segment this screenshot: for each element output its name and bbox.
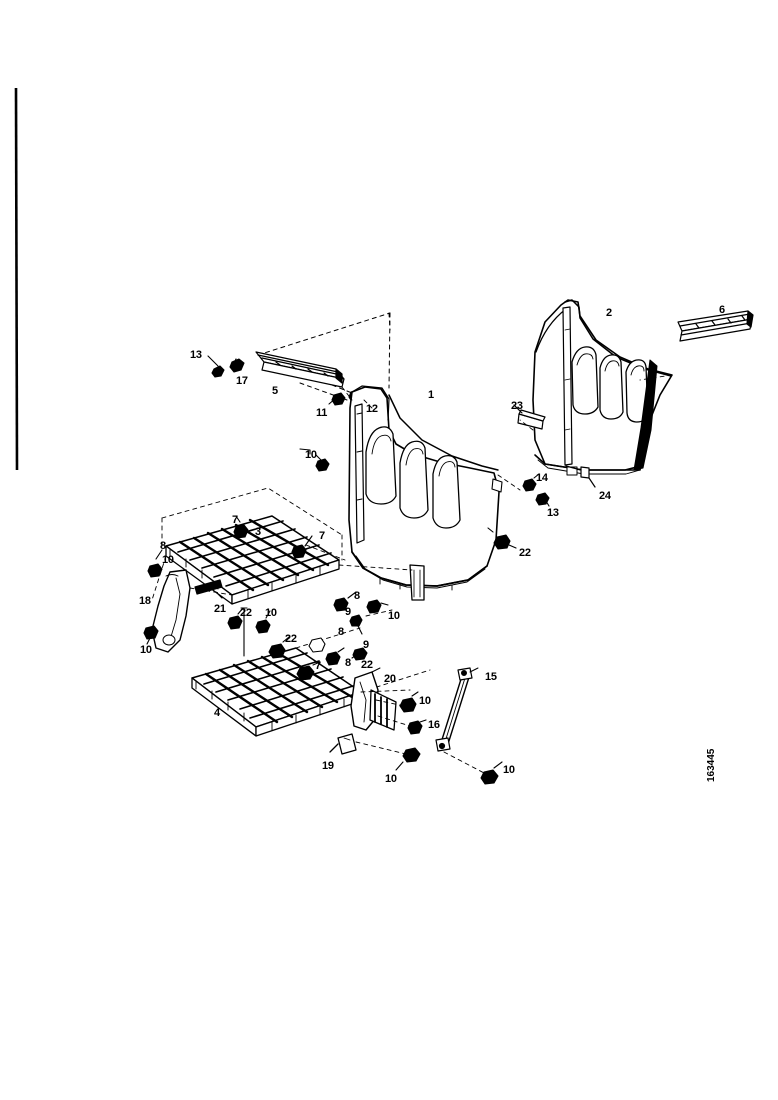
callout-7-b: 7 xyxy=(319,530,325,542)
part-5-handrail xyxy=(255,351,345,388)
callout-5: 5 xyxy=(272,385,278,397)
part-14-fastener xyxy=(522,473,540,492)
fastener-cluster-lower-right xyxy=(355,691,503,785)
callout-18: 18 xyxy=(139,595,151,607)
callout-8-b: 8 xyxy=(354,590,360,602)
callout-10-c: 10 xyxy=(388,610,400,622)
part-13-fastener-b xyxy=(535,492,550,507)
callout-9-a: 9 xyxy=(363,639,369,651)
callout-8-c: 8 xyxy=(338,626,344,638)
callout-22-c: 22 xyxy=(285,633,297,645)
callout-24: 24 xyxy=(599,490,611,502)
callout-21: 21 xyxy=(214,603,226,615)
callout-22-d: 22 xyxy=(361,659,373,671)
part-18-support-bracket xyxy=(151,569,191,653)
part-24-bracket xyxy=(565,465,596,488)
callout-7-a: 7 xyxy=(232,514,238,526)
callout-23: 23 xyxy=(511,400,523,412)
callout-4: 4 xyxy=(214,707,220,719)
part-1-left-fender-panel xyxy=(348,385,503,601)
callout-1: 1 xyxy=(428,389,434,401)
part-19-bracket xyxy=(329,733,357,755)
callout-22-a: 22 xyxy=(519,547,531,559)
callout-19: 19 xyxy=(322,760,334,772)
callout-11: 11 xyxy=(316,407,328,419)
callout-22-b: 22 xyxy=(240,607,252,619)
callout-2: 2 xyxy=(606,307,612,319)
callout-10-g: 10 xyxy=(385,773,397,785)
callout-13-a: 13 xyxy=(190,349,202,361)
callout-10-h: 10 xyxy=(503,764,515,776)
callout-6: 6 xyxy=(719,304,725,316)
callout-3: 3 xyxy=(255,526,261,538)
callout-13-b: 13 xyxy=(547,507,559,519)
callout-10-b: 10 xyxy=(162,554,174,566)
part-2-right-fender-panel xyxy=(532,299,673,476)
callout-10-a: 10 xyxy=(305,449,317,461)
callout-20: 20 xyxy=(384,673,396,685)
part-3-upper-step-tread xyxy=(161,487,343,605)
part-23-bracket xyxy=(513,404,546,430)
callout-10-d: 10 xyxy=(265,607,277,619)
callout-12: 12 xyxy=(366,403,378,415)
callout-14: 14 xyxy=(536,472,548,484)
part-15-diagonal-brace xyxy=(435,667,479,752)
part-10-fastener-a xyxy=(299,448,330,472)
callout-15: 15 xyxy=(485,671,497,683)
fastener-cluster xyxy=(143,515,517,681)
callout-10-f: 10 xyxy=(419,695,431,707)
callout-8-a: 8 xyxy=(160,540,166,552)
sheet-code: 163445 xyxy=(706,748,717,782)
callout-7-c: 7 xyxy=(315,660,321,672)
callout-16: 16 xyxy=(428,719,440,731)
callout-17: 17 xyxy=(236,375,248,387)
callout-9-b: 9 xyxy=(345,606,351,618)
assembly-connector-lines xyxy=(151,374,673,693)
part-17-fastener xyxy=(207,355,245,378)
part-21-stud xyxy=(194,579,248,657)
part-6-handrail xyxy=(677,310,754,342)
callout-10-e: 10 xyxy=(140,644,152,656)
margin-scan-artifact xyxy=(14,87,19,471)
callout-8-d: 8 xyxy=(345,657,351,669)
